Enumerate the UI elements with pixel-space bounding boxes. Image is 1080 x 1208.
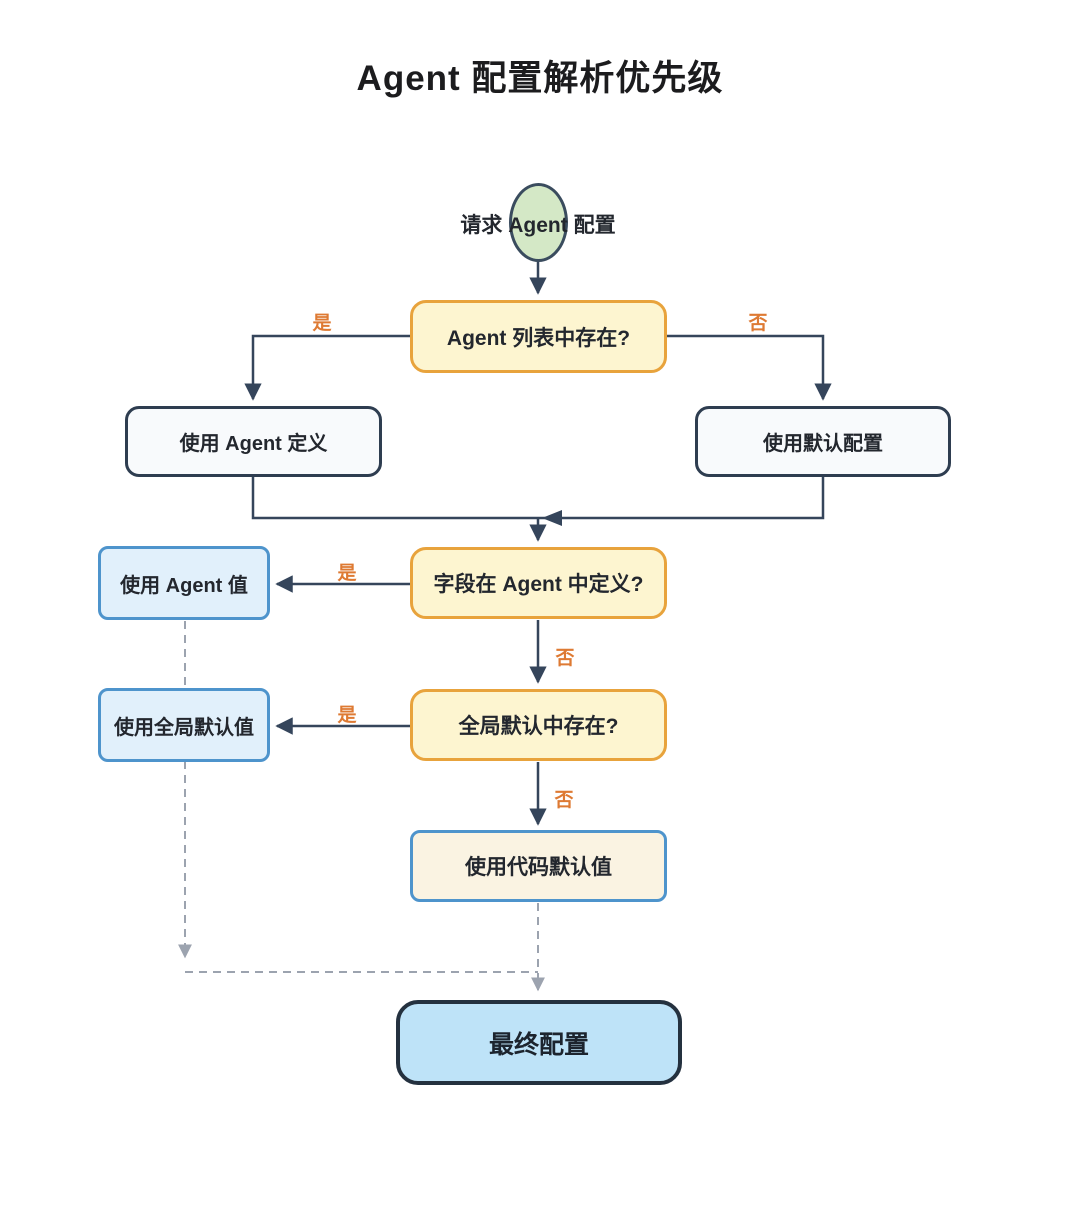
node-final-config-label: 最终配置: [488, 1030, 589, 1059]
node-use-code-default: 使用代码默认值: [410, 830, 667, 902]
node-use-global-default: 使用全局默认值: [98, 688, 270, 762]
edge-label-d3-yes: 是: [337, 705, 357, 726]
page-title: Agent 配置解析优先级: [356, 59, 724, 98]
node-use-code-default-label: 使用代码默认值: [465, 856, 612, 879]
node-use-default-config: 使用默认配置: [695, 406, 951, 477]
node-use-agent-definition-label: 使用 Agent 定义: [179, 433, 328, 455]
edge-label-d3-no: 否: [554, 790, 574, 811]
edge-label-d1-yes: 是: [312, 313, 332, 334]
decision-global-default-exists-label: 全局默认中存在?: [458, 715, 619, 738]
start-node: [509, 183, 568, 262]
node-use-agent-value: 使用 Agent 值: [98, 546, 270, 620]
decision-field-defined-in-agent: 字段在 Agent 中定义?: [410, 547, 667, 619]
edge-label-d2-no: 否: [555, 648, 575, 669]
decision-global-default-exists: 全局默认中存在?: [410, 689, 667, 761]
decision-field-defined-in-agent-label: 字段在 Agent 中定义?: [433, 573, 644, 596]
node-final-config: 最终配置: [396, 1000, 682, 1085]
decision-agent-in-list-label: Agent 列表中存在?: [446, 326, 631, 350]
node-use-global-default-label: 使用全局默认值: [114, 716, 254, 739]
node-use-agent-definition: 使用 Agent 定义: [125, 406, 382, 477]
decision-agent-in-list: Agent 列表中存在?: [410, 300, 667, 373]
node-use-agent-value-label: 使用 Agent 值: [120, 574, 248, 597]
edge-label-d2-yes: 是: [337, 563, 357, 584]
start-node-label: 请求 Agent 配置: [460, 214, 616, 237]
edge-label-d1-no: 否: [748, 313, 768, 334]
node-use-default-config-label: 使用默认配置: [763, 433, 883, 455]
